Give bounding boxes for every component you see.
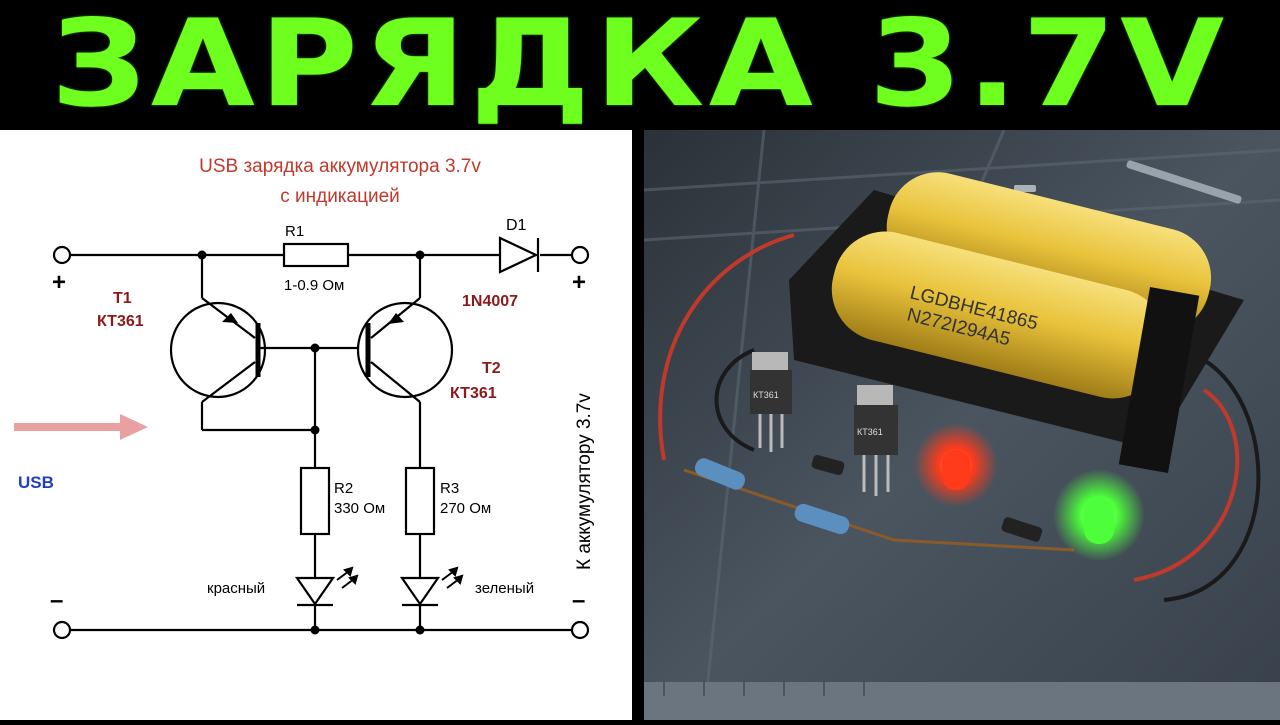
led-red [942, 450, 970, 490]
schematic-title-line2: с индикацией [280, 186, 400, 207]
r1-name: R1 [285, 223, 304, 240]
r3-resistor [404, 466, 436, 536]
battery-cell-front [831, 231, 1167, 399]
r2-name: R2 [334, 480, 353, 497]
t1-part: КТ361 [97, 313, 144, 330]
circuit-photo: LGDBHE41865 N272I294A5 КТ361 КТ361 [644, 130, 1280, 720]
junction-dots [197, 250, 425, 635]
t1-collector-diag [201, 361, 256, 403]
resistor-bottom [794, 503, 850, 535]
d1-name: D1 [506, 217, 527, 234]
d1-part: 1N4007 [462, 293, 518, 310]
terminal-battery-plus [570, 245, 590, 265]
transistor-left-marking: КТ361 [753, 390, 779, 400]
battery-plus-sign: + [572, 269, 586, 296]
t2-collector-diag [370, 361, 421, 403]
led-red-light-arrows [336, 566, 359, 589]
t2-transistor-body [356, 301, 454, 399]
diode-middle [811, 454, 845, 476]
r3-value: 270 Ом [440, 500, 491, 517]
usb-plus-sign: + [52, 269, 66, 296]
schematic-panel: USB зарядка аккумулятора 3.7v с индикаци… [0, 130, 632, 720]
led-green [1084, 498, 1114, 544]
led-green-light-arrows [441, 566, 464, 589]
resistor-left [694, 458, 746, 490]
banner-title: ЗАРЯДКА 3.7V [51, 0, 1229, 134]
t2-name: T2 [482, 360, 501, 377]
t2-emitter-arrow [388, 313, 404, 324]
r2-value: 330 Ом [334, 500, 385, 517]
t1-emitter-arrow [222, 313, 238, 323]
transistor-right-marking: КТ361 [857, 427, 883, 437]
schematic-diagram: USB зарядка аккумулятора 3.7v с индикаци… [14, 156, 595, 640]
schematic-title-line1: USB зарядка аккумулятора 3.7v [199, 156, 481, 177]
led-green-symbol [399, 576, 441, 606]
t1-name: T1 [113, 290, 132, 307]
ruler-ticks [663, 682, 865, 696]
d1-diode-body [498, 236, 539, 274]
photo-panel: LGDBHE41865 N272I294A5 КТ361 КТ361 [644, 130, 1280, 720]
terminal-usb-plus [52, 245, 72, 265]
r1-resistor [282, 242, 350, 268]
t2-part: КТ361 [450, 385, 497, 402]
mat-ruler [644, 682, 1280, 720]
terminal-usb-minus [52, 620, 72, 640]
terminal-battery-minus [570, 620, 590, 640]
wires [658, 233, 1261, 602]
screw-part [1014, 185, 1036, 192]
r1-value: 1-0.9 Ом [284, 277, 344, 294]
r3-name: R3 [440, 480, 459, 497]
usb-minus-sign: – [50, 587, 63, 614]
r2-resistor [299, 466, 331, 536]
tweezers-tool [1126, 160, 1242, 204]
usb-arrow-shaft [14, 423, 122, 431]
led-green-label: зеленый [475, 580, 534, 597]
banner: ЗАРЯДКА 3.7V [0, 0, 1280, 130]
t1-transistor-body [169, 301, 267, 399]
led-red-label: красный [207, 580, 265, 597]
usb-label: USB [18, 473, 54, 492]
led-red-symbol [294, 576, 336, 606]
usb-arrow-head [120, 414, 148, 440]
battery-minus-sign: – [572, 587, 585, 614]
transistor-left [750, 352, 792, 452]
battery-label: К аккумулятору 3.7v [574, 393, 595, 570]
holder-end-plate [1118, 287, 1200, 473]
diode-right [1001, 517, 1043, 542]
transistor-right [854, 385, 898, 496]
